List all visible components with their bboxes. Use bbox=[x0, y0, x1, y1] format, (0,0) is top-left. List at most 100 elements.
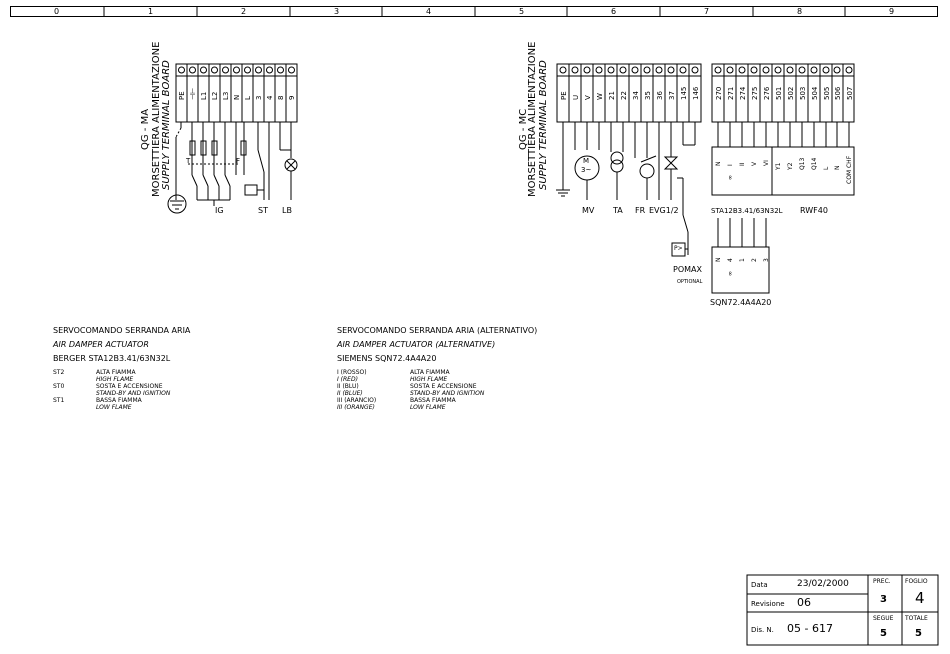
right-terminal-w: W bbox=[596, 93, 604, 100]
rwf-pin-l: L bbox=[823, 166, 830, 170]
right-terminal-146: 146 bbox=[692, 86, 700, 100]
motor-symbol-label: M bbox=[583, 157, 590, 165]
right-terminal-507: 507 bbox=[846, 86, 854, 100]
ruler-0: 0 bbox=[54, 7, 60, 16]
right-terminal-145: 145 bbox=[680, 86, 688, 100]
notes-left-it-st1: BASSA FIAMMA bbox=[96, 397, 142, 404]
pomax-symbol: P> bbox=[674, 245, 683, 252]
notes-left-en-st0: STAND-BY AND IGNITION bbox=[96, 390, 171, 397]
left-terminal-9: 9 bbox=[288, 95, 296, 100]
label-sta: STA12B3.41/63N32L bbox=[711, 207, 783, 215]
ruler-5: 5 bbox=[519, 7, 525, 16]
right-terminal-503: 503 bbox=[799, 86, 807, 100]
left-label-t: T bbox=[186, 157, 191, 165]
rwf-pin-q14: Q14 bbox=[811, 157, 818, 170]
sqn-pin-3: 3 bbox=[763, 258, 770, 262]
left-terminal-l: L bbox=[244, 96, 252, 100]
left-terminal-l3: L3 bbox=[222, 91, 230, 100]
sta-pin-motor: ∞ bbox=[727, 175, 734, 180]
right-terminal-275: 275 bbox=[751, 86, 759, 100]
right-terminal-21: 21 bbox=[608, 91, 616, 100]
tb-revisione-value: 06 bbox=[797, 596, 811, 609]
left-label-f: F bbox=[236, 157, 241, 165]
right-terminal-v: V bbox=[584, 95, 592, 100]
notes-left-title: SERVOCOMANDO SERRANDA ARIA bbox=[53, 326, 191, 335]
left-board-subtitle-en: SUPPLY TERMINAL BOARD bbox=[161, 60, 172, 190]
left-terminal-pe: PE bbox=[178, 91, 186, 100]
notes-left-it-st0: SOSTA E ACCENSIONE bbox=[96, 383, 163, 390]
rwf-pin-com: COM CHF bbox=[846, 155, 853, 184]
notes-left-en-st2: HIGH FLAME bbox=[96, 376, 134, 383]
rwf-pin-q13: Q13 bbox=[799, 157, 806, 170]
sqn-pin-2: 2 bbox=[751, 258, 758, 262]
notes-right-code-1: I (ROSSO) bbox=[337, 369, 367, 376]
tb-segue-value: 5 bbox=[880, 628, 887, 639]
right-terminal-506: 506 bbox=[834, 86, 842, 100]
left-label-st: ST bbox=[258, 206, 268, 215]
sta-pin-v: V bbox=[751, 161, 758, 166]
label-optional: OPTIONAL bbox=[677, 279, 703, 285]
rwf-pin-y1: Y1 bbox=[775, 162, 782, 170]
motor-phase-label: 3~ bbox=[581, 166, 592, 174]
sta-pin-vi: VI bbox=[763, 160, 770, 166]
notes-right-model: SIEMENS SQN72.4A4A20 bbox=[337, 354, 437, 363]
right-terminal-501: 501 bbox=[775, 86, 783, 100]
right-terminal-505: 505 bbox=[823, 86, 831, 100]
ruler-7: 7 bbox=[704, 7, 710, 16]
notes-left: SERVOCOMANDO SERRANDA ARIA AIR DAMPER AC… bbox=[53, 326, 303, 416]
left-terminal-8: 8 bbox=[277, 95, 285, 100]
notes-right-code-3: III (ARANCIO) bbox=[337, 397, 377, 404]
sqn-pin-motor: ∞ bbox=[727, 271, 734, 276]
tb-segue-label: SEGUE bbox=[873, 615, 894, 622]
sta-pin-ii: II bbox=[739, 162, 746, 166]
notes-right-en-2: STAND-BY AND IGNITION bbox=[410, 390, 485, 397]
notes-left-title-en: AIR DAMPER ACTUATOR bbox=[53, 340, 149, 349]
sqn-pin-n: N bbox=[715, 257, 722, 263]
left-terminal-3: 3 bbox=[255, 95, 263, 100]
left-terminal-l2: L2 bbox=[211, 91, 219, 100]
notes-right-code-en-1: I (RED) bbox=[337, 376, 358, 383]
right-terminal-34: 34 bbox=[632, 91, 640, 100]
ruler-6: 6 bbox=[611, 7, 617, 16]
tb-data-value: 23/02/2000 bbox=[797, 579, 849, 589]
sqn-pin-1: 1 bbox=[739, 258, 746, 262]
notes-left-code-st0: ST0 bbox=[53, 383, 65, 390]
label-sqn: SQN72.4A4A20 bbox=[710, 298, 772, 307]
notes-left-it-st2: ALTA FIAMMA bbox=[96, 369, 136, 376]
tb-data-label: Data bbox=[751, 581, 768, 589]
right-board-subtitle: MORSETTIERA ALIMENTAZIONE bbox=[527, 41, 538, 197]
left-board-title: QG - MA bbox=[140, 108, 151, 150]
tb-foglio-label: FOGLIO bbox=[905, 578, 928, 585]
ruler-2: 2 bbox=[241, 7, 247, 16]
label-evg: EVG1/2 bbox=[649, 206, 679, 215]
tb-totale-value: 5 bbox=[915, 628, 922, 639]
left-terminal-l1: L1 bbox=[200, 91, 208, 100]
right-terminal-270: 270 bbox=[715, 86, 723, 100]
title-block: Data 23/02/2000 Revisione 06 Dis. N. 05 … bbox=[747, 575, 938, 645]
right-terminal-271: 271 bbox=[727, 86, 735, 100]
left-label-lb: LB bbox=[282, 206, 292, 215]
ruler-8: 8 bbox=[797, 7, 803, 16]
right-terminal-504: 504 bbox=[811, 86, 819, 100]
right-board-subtitle-en: SUPPLY TERMINAL BOARD bbox=[538, 60, 549, 190]
tb-prec-label: PREC. bbox=[873, 578, 891, 585]
label-pomax: POMAX bbox=[673, 265, 702, 274]
left-terminal-ground: ⊣⊢ bbox=[189, 87, 197, 100]
notes-right-it-1: ALTA FIAMMA bbox=[410, 369, 450, 376]
notes-right-title: SERVOCOMANDO SERRANDA ARIA (ALTERNATIVO) bbox=[337, 326, 538, 335]
ruler-1: 1 bbox=[148, 7, 154, 16]
right-terminal-274: 274 bbox=[739, 86, 747, 100]
column-ruler: 0 1 2 3 4 5 6 7 8 9 bbox=[10, 6, 938, 17]
notes-left-code-st2: ST2 bbox=[53, 369, 65, 376]
right-terminal-35: 35 bbox=[644, 91, 652, 100]
right-terminal-u: U bbox=[572, 94, 580, 100]
rwf-pin-y2: Y2 bbox=[787, 162, 794, 170]
notes-right-code-en-3: III (ORANGE) bbox=[337, 404, 375, 411]
label-ta: TA bbox=[613, 206, 623, 215]
tb-revisione-label: Revisione bbox=[751, 600, 785, 608]
left-terminal-4: 4 bbox=[266, 95, 274, 100]
sqn-pin-4: 4 bbox=[727, 258, 734, 262]
notes-left-model: BERGER STA12B3.41/63N32L bbox=[53, 354, 171, 363]
